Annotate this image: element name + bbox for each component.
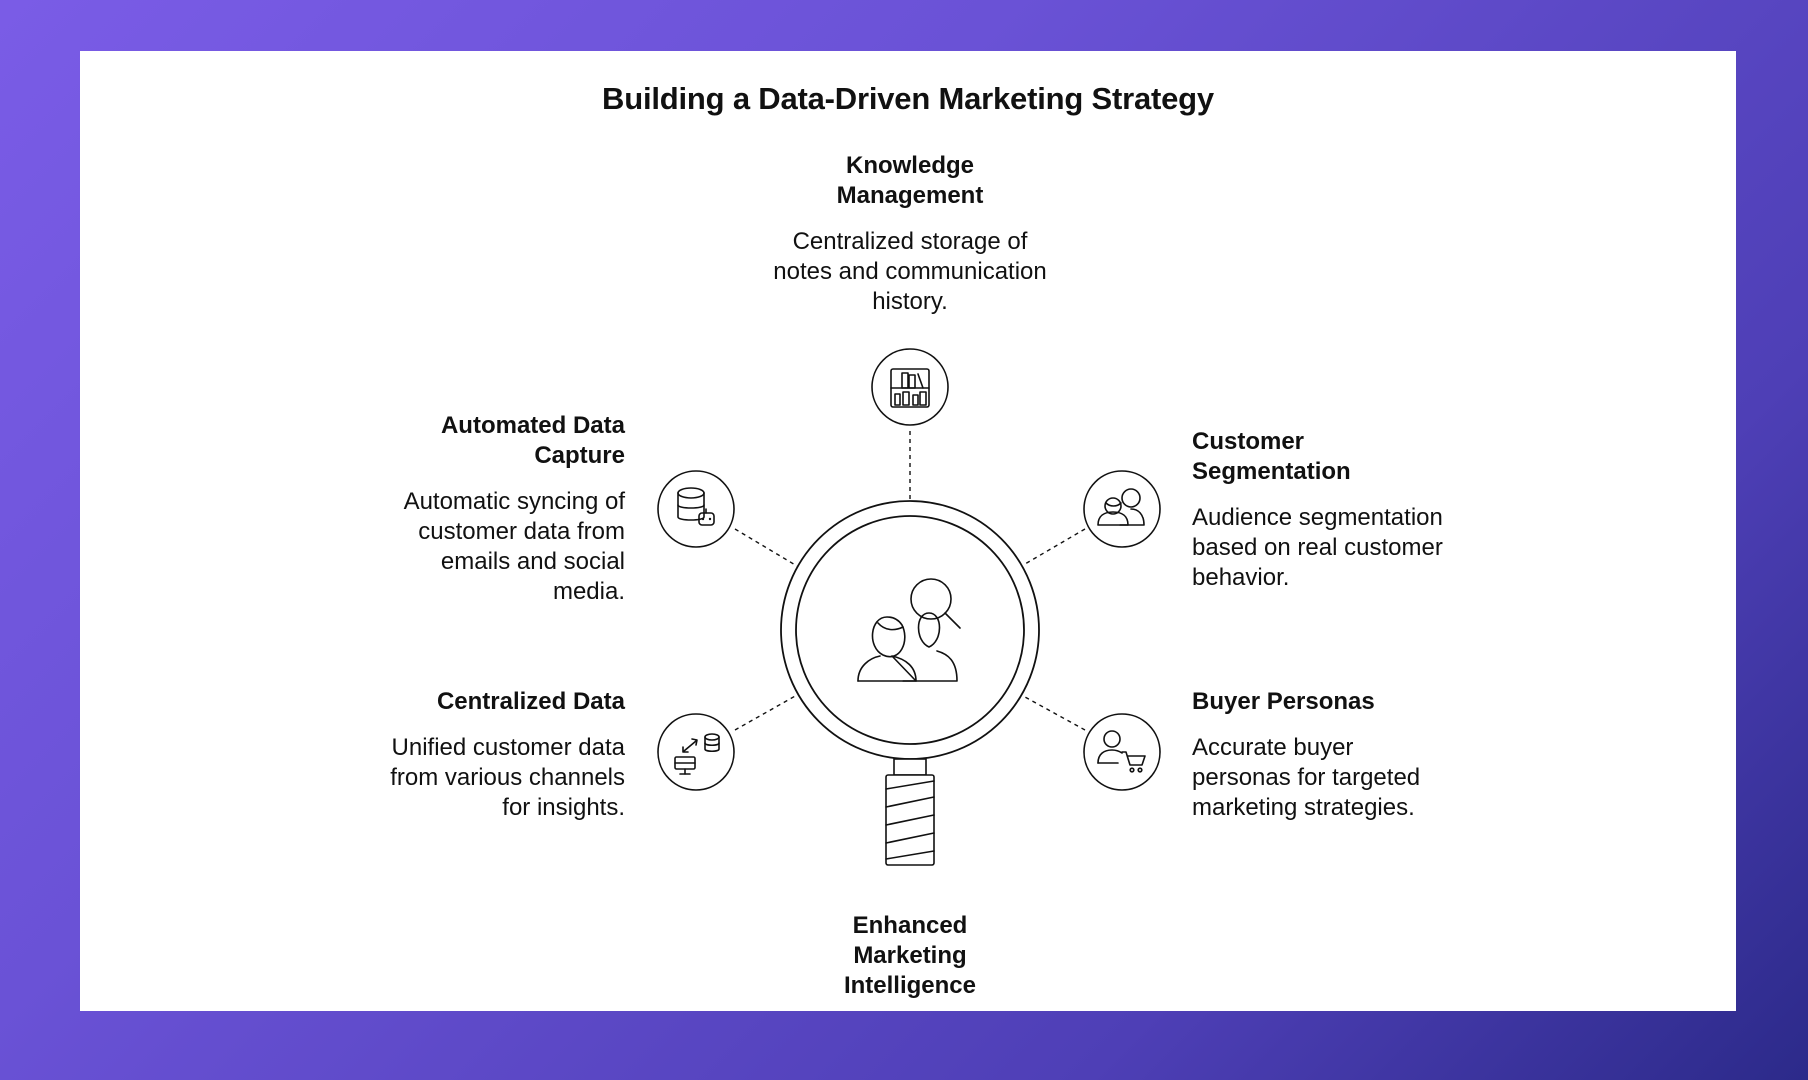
node-automated-desc: Automatic syncing of customer data from … xyxy=(403,488,625,605)
node-buyer-personas: Buyer Personas Accurate buyer personas f… xyxy=(1192,687,1452,823)
node-automated-head: Automated Data Capture xyxy=(440,412,625,469)
bookshelf-icon xyxy=(871,348,949,426)
node-knowledge-head: Knowledge Management xyxy=(836,152,984,209)
node-enhanced-marketing-intelligence: Enhanced Marketing Intelligence xyxy=(810,911,1010,1001)
node-personas-desc: Accurate buyer personas for targeted mar… xyxy=(1192,734,1421,821)
node-customer-segmentation: Customer Segmentation Audience segmentat… xyxy=(1192,427,1472,593)
connector-automated xyxy=(734,528,798,567)
user-cart-icon xyxy=(1083,713,1161,791)
connector-centralized xyxy=(734,694,798,731)
connector-segmentation xyxy=(1024,528,1086,565)
data-sync-icon xyxy=(657,713,735,791)
node-knowledge-desc: Centralized storage of notes and communi… xyxy=(773,228,1047,315)
node-knowledge-management: Knowledge Management Centralized storage… xyxy=(760,151,1060,317)
database-robot-icon xyxy=(657,470,735,548)
node-personas-head: Buyer Personas xyxy=(1192,688,1375,715)
diagram-title: Building a Data-Driven Marketing Strateg… xyxy=(602,81,1214,116)
node-segmentation-head: Customer Segmentation xyxy=(1192,428,1351,485)
node-centralized-data: Centralized Data Unified customer data f… xyxy=(360,687,625,823)
connector-personas xyxy=(1024,696,1086,731)
magnifier-people-icon xyxy=(857,578,961,682)
node-centralized-head: Centralized Data xyxy=(436,688,625,715)
node-centralized-desc: Unified customer data from various chann… xyxy=(390,734,625,821)
diagram-card: Building a Data-Driven Marketing Strateg… xyxy=(80,51,1736,1011)
user-group-icon xyxy=(1083,470,1161,548)
node-segmentation-desc: Audience segmentation based on real cust… xyxy=(1192,504,1443,591)
diagram-graphics xyxy=(657,348,1161,866)
node-automated-data-capture: Automated Data Capture Automatic syncing… xyxy=(380,411,625,607)
node-center-head: Enhanced Marketing Intelligence xyxy=(843,912,977,999)
magnifier-icon xyxy=(780,500,1040,866)
